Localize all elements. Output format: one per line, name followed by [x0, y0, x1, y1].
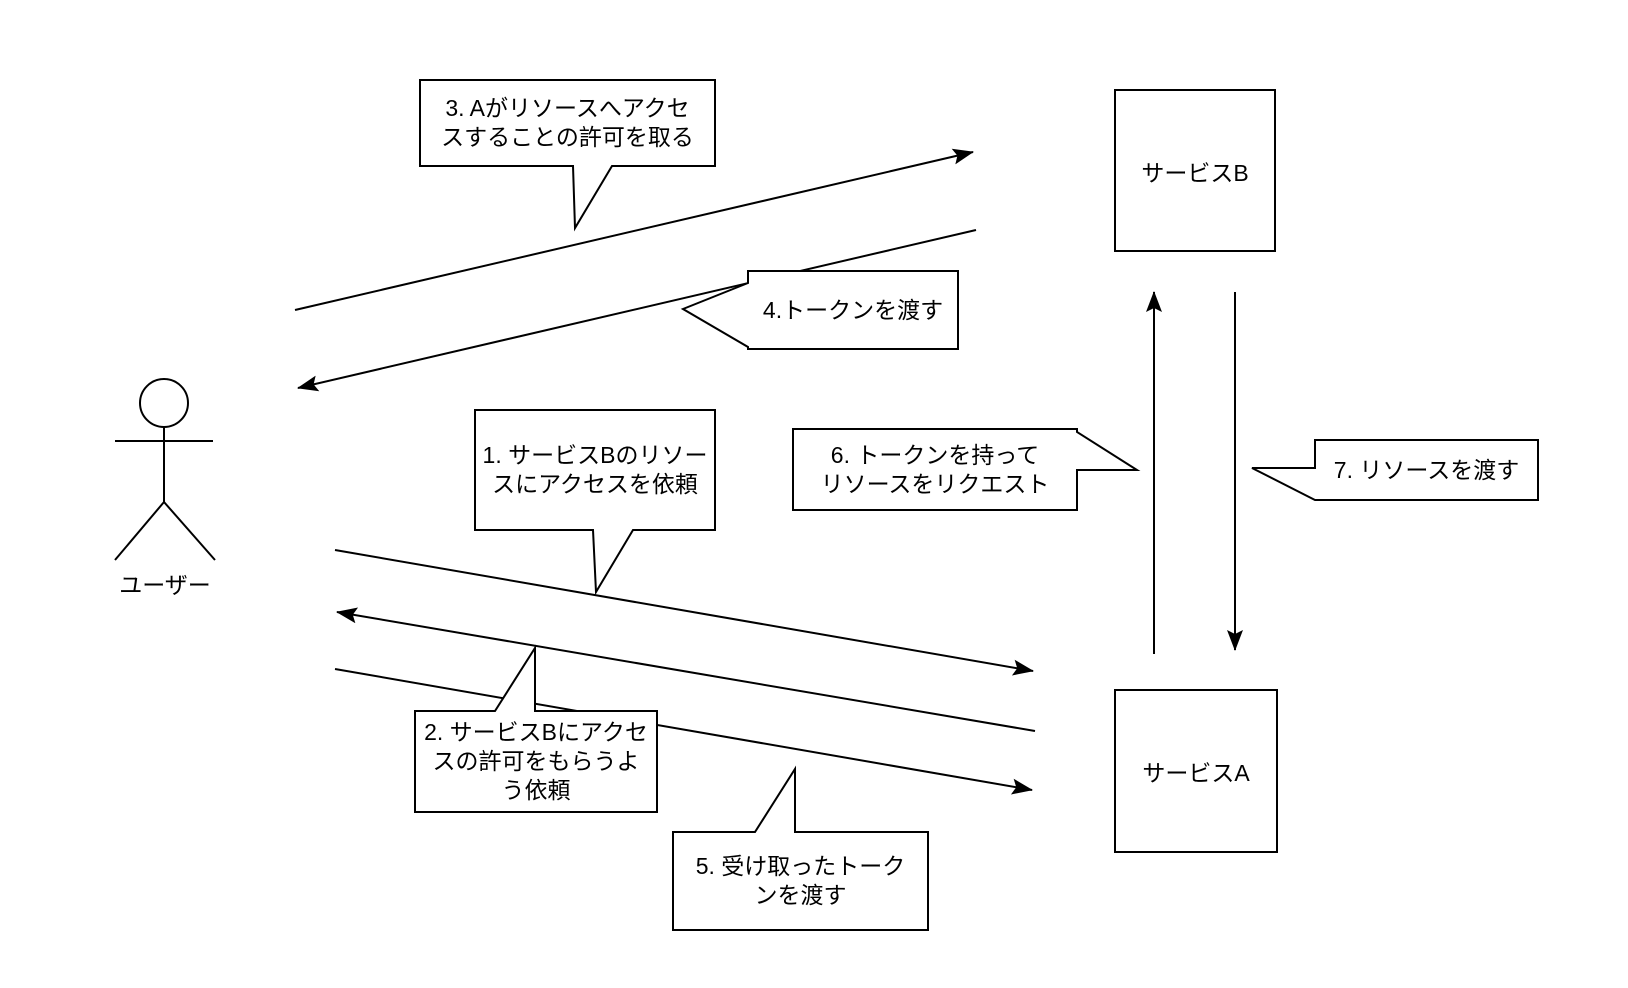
- user-actor-left-leg: [114, 501, 165, 561]
- arrow-step-5: [334, 668, 1033, 795]
- callout-4-bubble: [680, 270, 959, 350]
- user-actor: [114, 378, 216, 561]
- arrow-step-3: [294, 148, 974, 311]
- callout-3-bubble: [419, 79, 716, 232]
- service-a-box: [1114, 689, 1278, 853]
- user-actor-right-leg: [163, 501, 216, 561]
- arrow-step-4: [297, 229, 977, 392]
- callout-1-bubble: [474, 409, 716, 596]
- callout-7-bubble: [1251, 439, 1539, 501]
- service-b-box: [1114, 89, 1276, 252]
- callout-6-bubble: [792, 428, 1141, 511]
- arrow-step-2: [336, 607, 1036, 732]
- arrow-step-1: [334, 549, 1034, 676]
- callout-2-bubble: [414, 644, 658, 813]
- callout-5-bubble: [672, 765, 929, 931]
- user-actor-head: [139, 378, 189, 428]
